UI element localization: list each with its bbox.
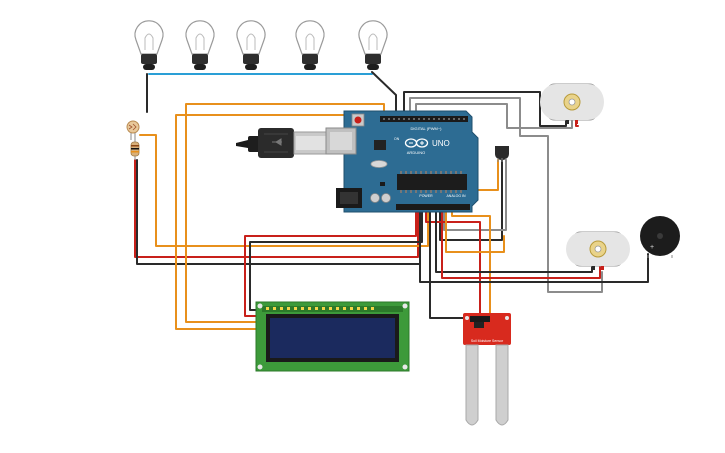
dc-motor-icon[interactable] [540,83,604,124]
wire-motor2-red [441,209,601,279]
wire-sensor-red [425,209,481,319]
on-led-label: ON [394,137,400,141]
wire-ldr-red [134,159,419,258]
wire-orange-gap [445,211,505,253]
arduino-model-label: UNO [432,139,450,148]
resistor-icon[interactable] [130,140,140,160]
wire-sensor-orange [451,209,491,319]
wire-ldr-orange [139,134,429,247]
wire-buzzer-black [419,209,649,283]
bulb-icon[interactable] [358,20,388,70]
wire-lcd-red [244,209,417,317]
buzzer-icon[interactable]: + [640,216,680,258]
wires [134,71,649,330]
temperature-sensor-icon[interactable] [495,146,509,162]
wire-lcd-black [249,209,423,311]
bulb-icon[interactable] [134,20,164,70]
svg-text:+: + [650,244,654,251]
arduino-logo-icon [404,138,429,148]
wire-temp-black [439,159,503,241]
bulb-row [134,20,388,70]
usb-cable-icon [236,128,329,158]
power-header-label: POWER [419,194,433,198]
wire-bulb-to-arduino [371,71,397,119]
bulb-icon[interactable] [185,20,215,70]
wire-gray-motor1-c [403,91,567,127]
wire-temp-gray [443,159,507,231]
soil-sensor-label: Soil Moisture Sensor [471,339,504,343]
arduino-brand-label: ARDUINO [407,150,425,155]
lcd-display[interactable] [255,301,410,372]
soil-moisture-sensor[interactable]: Soil Moisture Sensor [463,313,511,426]
wire-sensor-black [429,209,473,319]
wire-orange-top-1 [185,103,385,323]
wire-gray-motor1-a [409,97,603,293]
arduino-uno-board[interactable]: DIGITAL (PWM~) UNO ARDUINO ON [325,110,479,213]
wire-gray-motor1-b [415,103,573,129]
digital-header-label: DIGITAL (PWM~) [411,126,443,131]
bulb-icon[interactable] [236,20,266,70]
dc-motor-icon[interactable] [566,231,630,270]
photoresistor-icon[interactable] [126,120,140,140]
analog-header-label: ANALOG IN [446,194,466,198]
bulb-icon[interactable] [295,20,325,70]
